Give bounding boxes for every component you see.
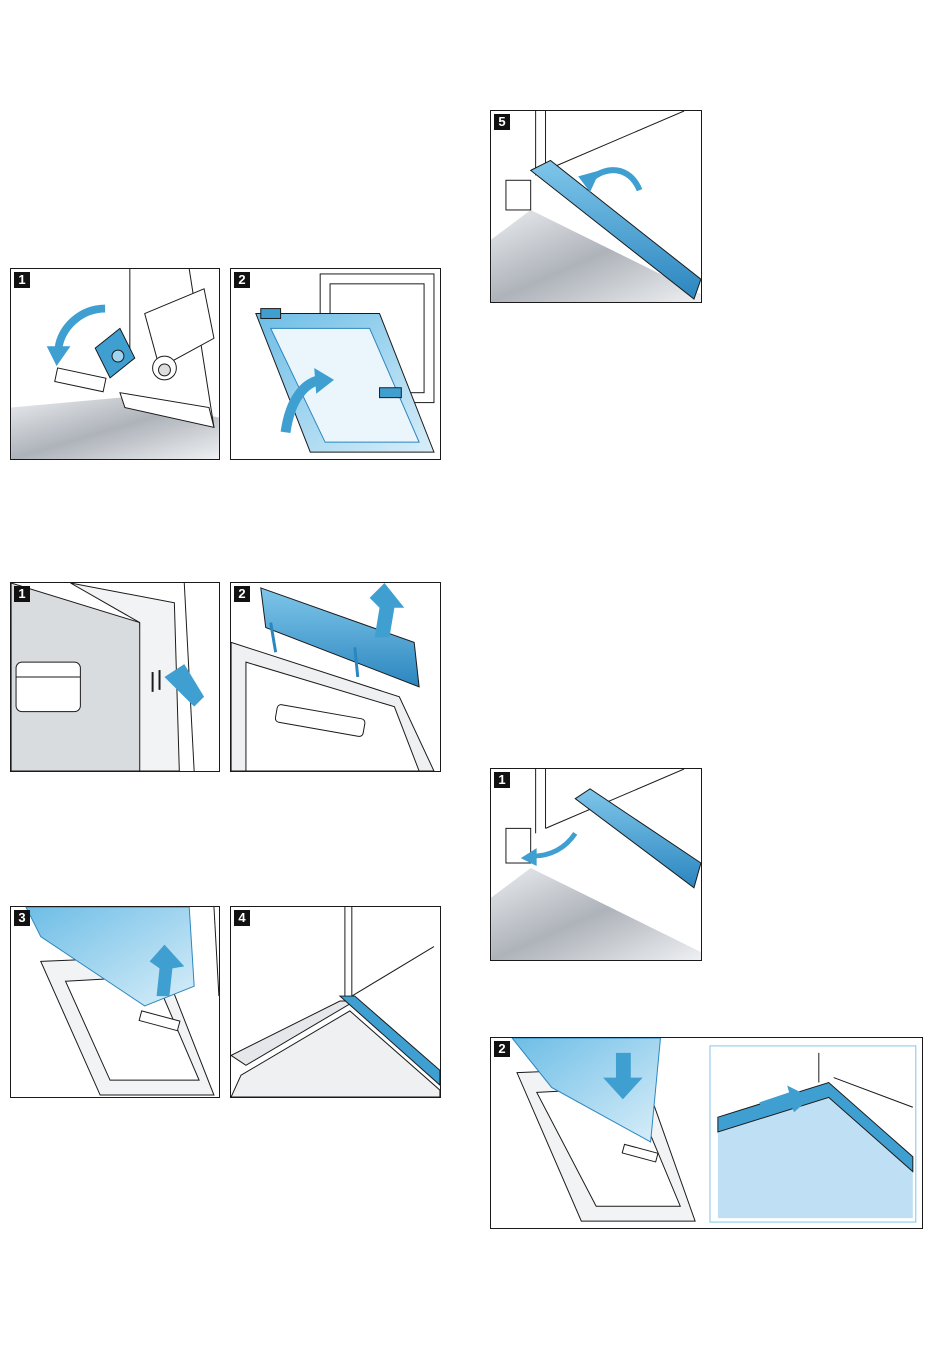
glass-pane-removal-illustration [11,907,219,1097]
door-cover-release-illustration [11,583,219,771]
hinge-lever-illustration [11,269,219,459]
step-badge: 2 [234,272,250,288]
step-badge: 1 [494,772,510,788]
figure-c2-step2: 2 [490,1037,923,1229]
figure-b3-step3: 3 [10,906,220,1098]
figure-b2-step2: 2 [230,582,441,772]
figure-b4-step4: 4 [230,906,441,1098]
figure-c1-step1: 1 [490,768,702,961]
glass-reinsert-illustration [491,1038,922,1228]
cover-refit-illustration [491,111,701,302]
curved-arrow-icon [59,309,106,349]
step-badge: 1 [14,586,30,602]
step-badge: 4 [234,910,250,926]
step-badge: 3 [14,910,30,926]
door-frame-illustration [231,907,440,1097]
step-badge: 5 [494,114,510,130]
cover-attach-illustration [491,769,701,960]
step-badge: 2 [234,586,250,602]
figure-a1-step1: 1 [10,268,220,460]
figure-b1-step1: 1 [10,582,220,772]
door-glass-removal-illustration [231,269,440,459]
figure-b5-step5: 5 [490,110,702,303]
cover-lift-illustration [231,583,440,771]
curved-arrow-icon [533,833,576,856]
step-badge: 2 [494,1041,510,1057]
step-badge: 1 [14,272,30,288]
figure-a2-step2: 2 [230,268,441,460]
